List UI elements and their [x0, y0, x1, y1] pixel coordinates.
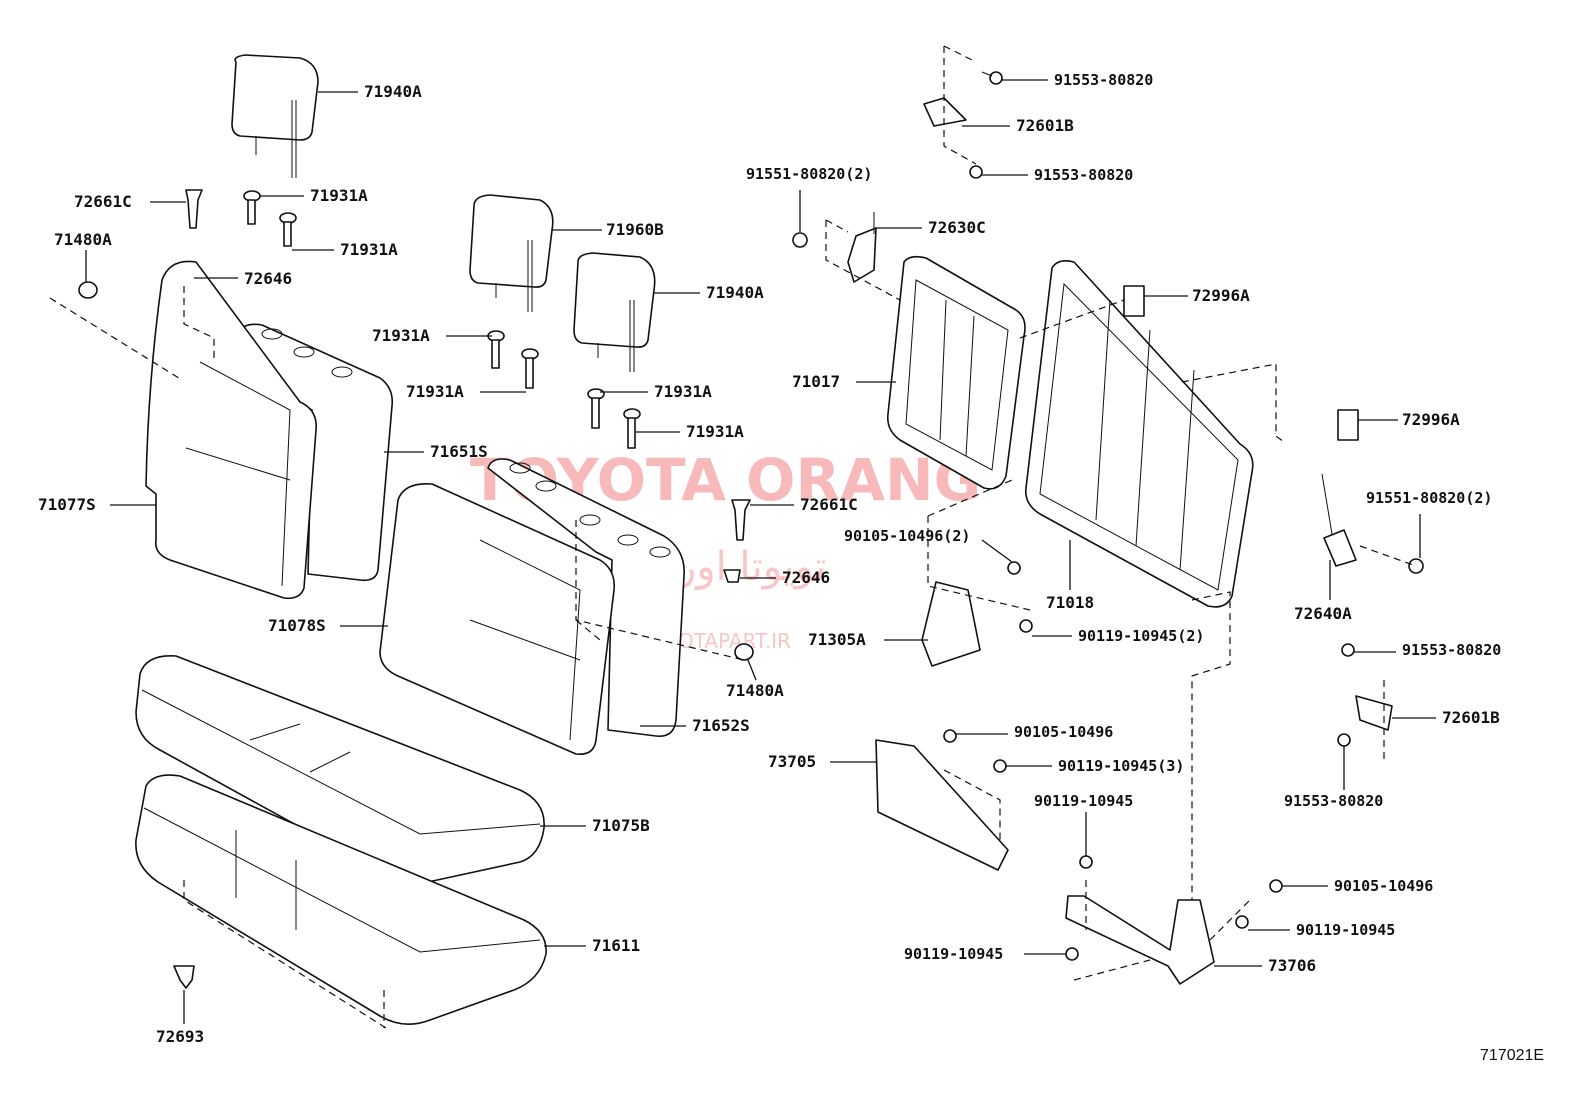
seatback-cover-71651S[interactable]	[239, 323, 394, 582]
label-71651S[interactable]: 71651S	[430, 442, 488, 461]
label-91553-b[interactable]: 91553-80820	[1034, 166, 1133, 184]
label-71931A-b[interactable]: 71931A	[340, 240, 398, 259]
label-72646-right[interactable]: 72646	[782, 568, 830, 587]
label-91553-d[interactable]: 91553-80820	[1284, 792, 1383, 810]
lock-71931A-f[interactable]	[623, 408, 641, 449]
label-71305A[interactable]: 71305A	[808, 630, 866, 649]
label-71940A-right[interactable]: 71940A	[706, 283, 764, 302]
label-71075B[interactable]: 71075B	[592, 816, 650, 835]
label-71018[interactable]: 71018	[1046, 593, 1094, 612]
bolt-91553-b[interactable]	[969, 165, 983, 179]
leader-lines	[85, 79, 1436, 1024]
seatback-71077S[interactable]	[145, 260, 317, 600]
label-90105-a[interactable]: 90105-10496(2)	[844, 527, 970, 545]
label-71960B[interactable]: 71960B	[606, 220, 664, 239]
cap-71480A-right[interactable]	[734, 643, 754, 661]
label-90105-c[interactable]: 90105-10496	[1334, 877, 1433, 895]
diagram-code: 717021E	[1480, 1047, 1544, 1064]
cushion-cover-71075B[interactable]	[135, 655, 545, 884]
label-71611[interactable]: 71611	[592, 936, 640, 955]
label-72996A-top[interactable]: 72996A	[1192, 286, 1250, 305]
assembly-lines	[49, 45, 1417, 1029]
bolt-90119-e[interactable]	[1065, 947, 1079, 961]
label-90105-b[interactable]: 90105-10496	[1014, 723, 1113, 741]
headrest-71960B[interactable]	[469, 194, 554, 312]
lock-71931A-e[interactable]	[587, 388, 605, 429]
bolt-90119-c[interactable]	[1079, 855, 1093, 869]
label-71017[interactable]: 71017	[792, 372, 840, 391]
label-72693[interactable]: 72693	[156, 1027, 204, 1046]
cap-71480A-left[interactable]	[78, 281, 98, 299]
label-90119-e[interactable]: 90119-10945	[904, 945, 1003, 963]
latch-72996A-top[interactable]	[1123, 285, 1145, 317]
rail-73705[interactable]	[875, 739, 1009, 871]
frame-71018[interactable]	[1024, 260, 1254, 608]
latch-72996A-mid[interactable]	[1337, 409, 1359, 441]
bracket-72601B-bottom[interactable]	[1355, 695, 1393, 731]
label-91551-b[interactable]: 91551-80820(2)	[1366, 489, 1492, 507]
lock-71931A-b[interactable]	[279, 212, 297, 247]
bolt-90105-b[interactable]	[943, 729, 957, 743]
label-71078S[interactable]: 71078S	[268, 616, 326, 635]
rail-73706[interactable]	[1065, 895, 1215, 985]
label-73705[interactable]: 73705	[768, 752, 816, 771]
label-72601B-bottom[interactable]: 72601B	[1442, 708, 1500, 727]
hinge-72630C[interactable]	[847, 212, 877, 283]
headrest-71940A-right[interactable]	[573, 252, 656, 372]
bolt-90119-a[interactable]	[1019, 619, 1033, 633]
label-72640A[interactable]: 72640A	[1294, 604, 1352, 623]
part-labels: 71940A 72661C 71931A 71931A 71480A 72646…	[38, 71, 1501, 1046]
label-71652S[interactable]: 71652S	[692, 716, 750, 735]
label-71931A-a[interactable]: 71931A	[310, 186, 368, 205]
bolt-91551-a[interactable]	[792, 232, 808, 248]
label-71931A-f[interactable]: 71931A	[686, 422, 744, 441]
clip-72646-right[interactable]	[723, 569, 741, 583]
hinge-72640A[interactable]	[1321, 473, 1357, 567]
label-71931A-e[interactable]: 71931A	[654, 382, 712, 401]
label-71940A-left[interactable]: 71940A	[364, 82, 422, 101]
bolt-90105-c[interactable]	[1269, 879, 1283, 893]
lock-71931A-a[interactable]	[243, 190, 261, 225]
label-91553-a[interactable]: 91553-80820	[1054, 71, 1153, 89]
label-90119-a[interactable]: 90119-10945(2)	[1078, 627, 1204, 645]
bolt-91553-c[interactable]	[1341, 643, 1355, 657]
label-90119-d[interactable]: 90119-10945	[1296, 921, 1395, 939]
bolt-91553-a[interactable]	[981, 71, 1003, 85]
label-72996A-mid[interactable]: 72996A	[1402, 410, 1460, 429]
label-90119-c[interactable]: 90119-10945	[1034, 792, 1133, 810]
bracket-72601B-top[interactable]	[923, 97, 967, 127]
lock-71931A-c[interactable]	[487, 330, 505, 369]
guide-72661C-left[interactable]	[185, 189, 203, 229]
seatback-71078S[interactable]	[379, 483, 616, 756]
label-72661C-left[interactable]: 72661C	[74, 192, 132, 211]
bolt-91553-d[interactable]	[1337, 733, 1351, 747]
label-71077S[interactable]: 71077S	[38, 495, 96, 514]
cushion-71611[interactable]	[135, 774, 547, 1025]
seatback-cover-71652S[interactable]	[487, 458, 685, 737]
bolt-91551-b[interactable]	[1408, 558, 1424, 574]
label-71480A-right[interactable]: 71480A	[726, 681, 784, 700]
label-71931A-d[interactable]: 71931A	[406, 382, 464, 401]
label-71931A-c[interactable]: 71931A	[372, 326, 430, 345]
label-72601B-top[interactable]: 72601B	[1016, 116, 1074, 135]
label-90119-b[interactable]: 90119-10945(3)	[1058, 757, 1184, 775]
label-91551-a[interactable]: 91551-80820(2)	[746, 165, 872, 183]
bolt-90119-d[interactable]	[1235, 915, 1249, 929]
label-72630C[interactable]: 72630C	[928, 218, 986, 237]
clip-72693[interactable]	[173, 965, 195, 989]
label-91553-c[interactable]: 91553-80820	[1402, 641, 1501, 659]
bolt-90119-b[interactable]	[993, 759, 1007, 773]
label-72646-left[interactable]: 72646	[244, 269, 292, 288]
headrest-71940A-left[interactable]	[231, 54, 319, 178]
label-73706[interactable]: 73706	[1268, 956, 1316, 975]
label-71480A-left[interactable]: 71480A	[54, 230, 112, 249]
bracket-71305A[interactable]	[921, 581, 981, 667]
frame-71017[interactable]	[886, 255, 1026, 490]
bolt-90105-a[interactable]	[1007, 561, 1021, 575]
label-72661C-right[interactable]: 72661C	[800, 495, 858, 514]
lock-71931A-d[interactable]	[521, 348, 539, 389]
guide-72661C-right[interactable]	[731, 499, 751, 541]
